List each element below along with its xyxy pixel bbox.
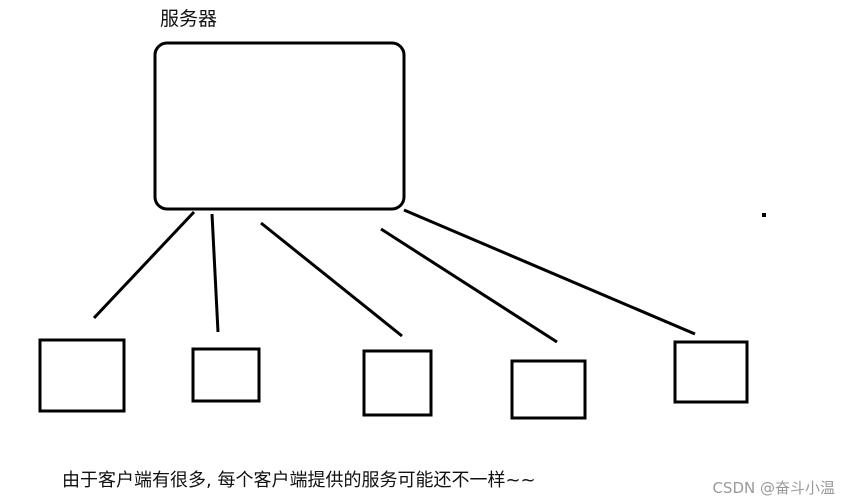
connection-line-2 [210, 213, 220, 333]
connection-line-5 [403, 208, 696, 336]
server-box [153, 41, 406, 211]
client-box-2 [191, 347, 261, 403]
client-box-5 [673, 340, 749, 404]
client-box-1 [38, 338, 126, 413]
client-box-3 [362, 349, 433, 417]
caption-text: 由于客户端有很多, 每个客户端提供的服务可能还不一样~~ [62, 470, 536, 491]
connection-line-1 [92, 210, 196, 320]
server-label: 服务器 [160, 8, 218, 30]
watermark: CSDN @奋斗小温 [712, 479, 835, 497]
connection-line-3 [260, 221, 403, 338]
connection-line-4 [380, 227, 558, 344]
stray-dot [762, 213, 766, 217]
client-box-4 [510, 359, 587, 420]
